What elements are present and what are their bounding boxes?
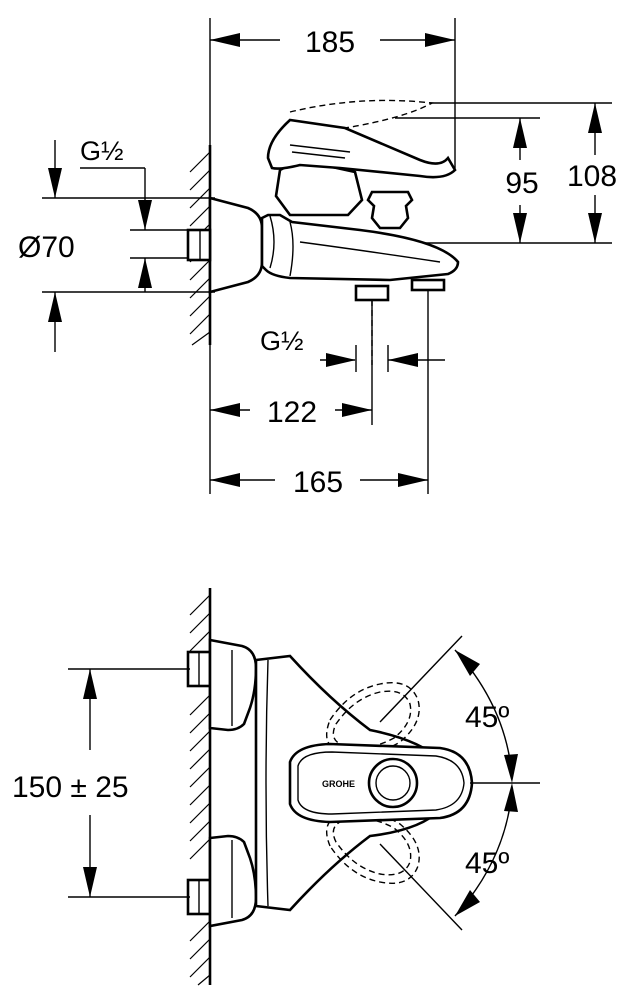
dim-diameter: Ø70: [18, 231, 75, 264]
diverter-knob-side: [366, 190, 414, 230]
wall-hatching-bottom: [189, 588, 212, 986]
dim-angle-bottom: 45º: [465, 847, 509, 880]
lower-flange-front: [208, 834, 258, 928]
wall-flange-side: [208, 196, 264, 294]
dim-depth: 165: [293, 466, 343, 499]
dim-thread-outlet: G½: [260, 326, 304, 356]
side-view: 185 108 95 G½ Ø70: [18, 18, 617, 499]
dim-angle-top: 45º: [465, 701, 509, 734]
upper-flange-front: [208, 638, 258, 732]
dim-overall-width: 185: [305, 26, 355, 59]
front-view: GROHE 150 ± 25 45º 45º: [12, 588, 540, 986]
dim-outlet-offset: 122: [267, 396, 317, 429]
dim-thread-top: G½: [80, 136, 124, 166]
dim-height-outer: 108: [567, 160, 617, 193]
dim-spacing: 150 ± 25: [12, 771, 129, 804]
dim-height-inner: 95: [505, 167, 538, 200]
mixer-body-side: [260, 213, 460, 282]
bath-outlet: [354, 284, 390, 302]
brand-logo: GROHE: [322, 779, 355, 789]
lever-position-right: [326, 810, 420, 884]
lever-handle-side: [266, 118, 457, 179]
